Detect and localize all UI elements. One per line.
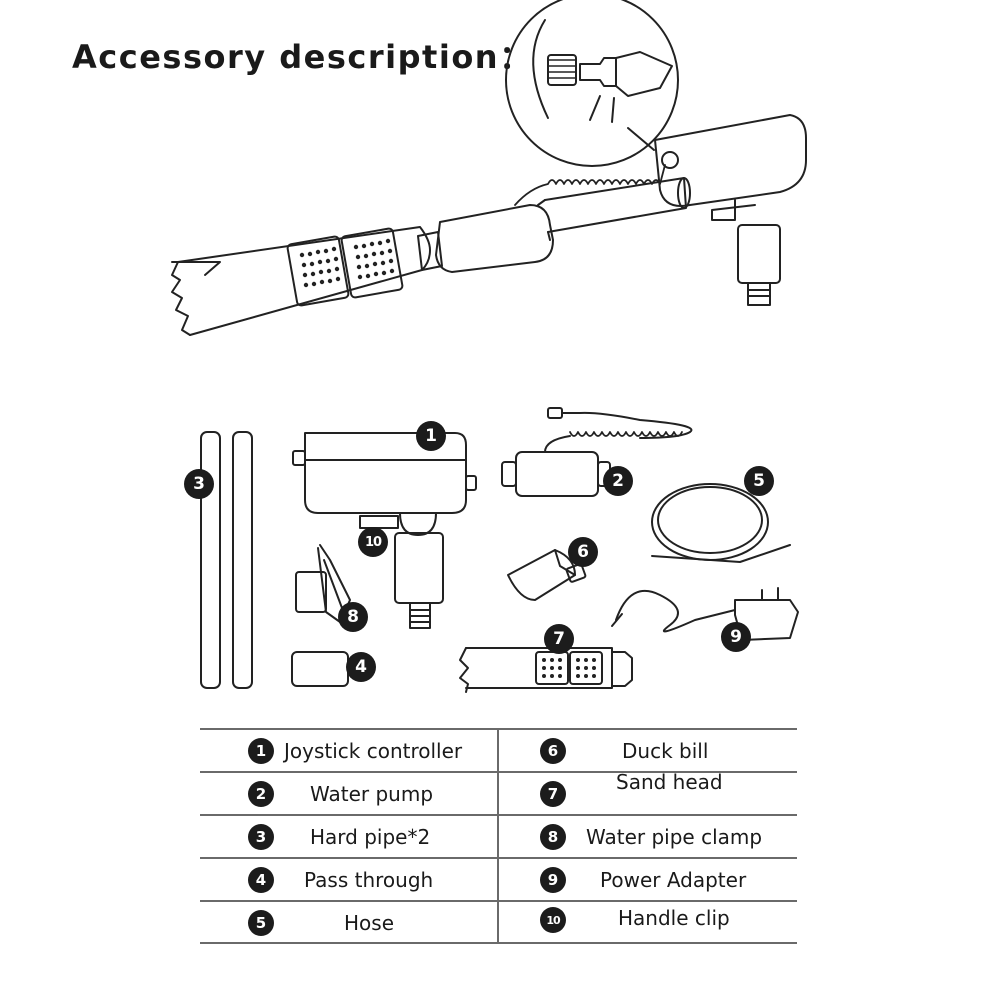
legend-number: 7 [540,781,566,807]
legend-item: 7 Sand head [540,770,723,814]
legend-item: 4 Pass through [248,860,433,900]
power-adapter-part [611,587,799,641]
duck-bill-part [507,549,587,601]
legend-label: Joystick controller [284,739,463,763]
callout-7: 7 [544,624,574,654]
legend-item: 9 Power Adapter [540,860,746,900]
callout-5: 5 [744,466,774,496]
pass-through-part [291,651,349,687]
legend-number: 6 [540,738,566,764]
page-title: Accessory description： [72,38,533,76]
legend-number: 5 [248,910,274,936]
hose-part [651,483,791,563]
callout-6: 6 [568,537,598,567]
table-rule [200,728,797,730]
legend-number: 1 [248,738,274,764]
legend-label: Sand head [616,770,723,794]
legend-number: 10 [540,907,566,933]
callout-9: 9 [721,622,751,652]
legend-number: 2 [248,781,274,807]
sand-head-part [459,647,633,693]
legend-label: Hose [344,911,394,935]
legend-label: Power Adapter [600,868,747,892]
legend-label: Duck bill [622,739,709,763]
hard-pipes-part [200,431,253,689]
callout-8: 8 [338,602,368,632]
table-divider [497,730,499,944]
joystick-controller-part [292,432,477,629]
legend-number: 9 [540,867,566,893]
callout-1: 1 [416,421,446,451]
assembled-gravel-cleaner [171,0,807,336]
legend-label: Water pipe clamp [586,825,763,849]
legend-table: 1 Joystick controller 2 Water pump 3 Har… [200,728,797,944]
legend-item: 2 Water pump [248,774,433,814]
callout-10: 10 [358,527,388,557]
water-pump-part [501,407,693,497]
legend-label: Water pump [310,782,434,806]
legend-item: 3 Hard pipe*2 [248,817,430,857]
legend-item: 10 Handle clip [540,900,730,940]
legend-number: 4 [248,867,274,893]
legend-item: 6 Duck bill [540,731,708,771]
legend-item: 1 Joystick controller [248,731,462,771]
legend-label: Handle clip [618,906,730,930]
legend-number: 3 [248,824,274,850]
legend-item: 8 Water pipe clamp [540,817,762,857]
legend-item: 5 Hose [248,903,394,943]
callout-2: 2 [603,466,633,496]
legend-label: Pass through [304,868,434,892]
legend-label: Hard pipe*2 [310,825,431,849]
legend-number: 8 [540,824,566,850]
callout-4: 4 [346,652,376,682]
callout-3: 3 [184,469,214,499]
